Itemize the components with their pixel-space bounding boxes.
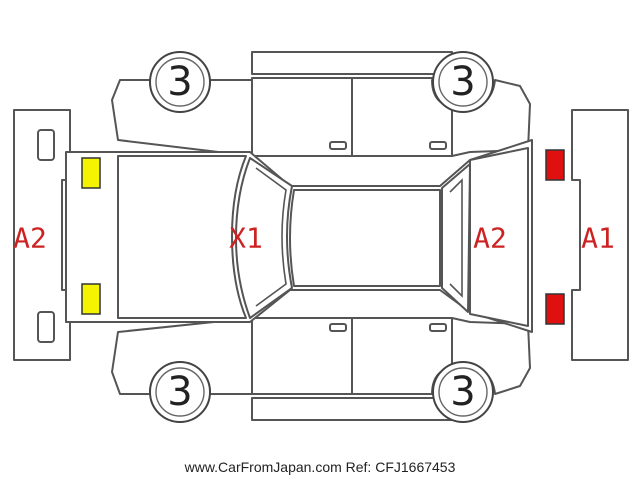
damage-code-roof: X1 (229, 222, 263, 255)
left-bumper-slot-bottom (37, 311, 55, 343)
roof (289, 189, 441, 287)
wheel-rear-right: 3 (432, 361, 494, 423)
left-bumper (13, 109, 71, 361)
windshield (235, 157, 293, 319)
rear-window-inner-line (449, 178, 463, 298)
wheel-rear-right-value: 3 (450, 369, 475, 415)
bottom-side-skirt (251, 397, 453, 421)
right-bumper (571, 109, 629, 361)
wheel-front-right-value: 3 (450, 59, 475, 105)
wheel-front-left-value: 3 (167, 59, 192, 105)
front-lamp-bottom-icon (81, 283, 101, 315)
left-bumper-slot-top (37, 129, 55, 161)
top-door-front-handle (329, 141, 347, 150)
rear-lamp-bottom-icon (545, 293, 565, 325)
rear-lamp-top-icon (545, 149, 565, 181)
wheel-front-right: 3 (432, 51, 494, 113)
front-lamp-top-icon (81, 157, 101, 189)
footer-reference: www.CarFromJapan.com Ref: CFJ1667453 (184, 459, 456, 475)
damage-code-left-bumper: A2 (13, 222, 47, 255)
rear-window (441, 163, 471, 313)
windshield-inner-line (255, 167, 287, 307)
bottom-door-rear-handle (429, 323, 447, 332)
wheel-front-left: 3 (149, 51, 211, 113)
trunk (469, 147, 529, 327)
damage-code-right-bumper: A1 (581, 222, 615, 255)
wheel-rear-left-value: 3 (167, 369, 192, 415)
top-door-rear-handle (429, 141, 447, 150)
top-side-skirt (251, 51, 453, 75)
bottom-door-front-handle (329, 323, 347, 332)
hood (117, 155, 247, 319)
damage-code-windshield-area: A2 (473, 222, 507, 255)
wheel-rear-left: 3 (149, 361, 211, 423)
